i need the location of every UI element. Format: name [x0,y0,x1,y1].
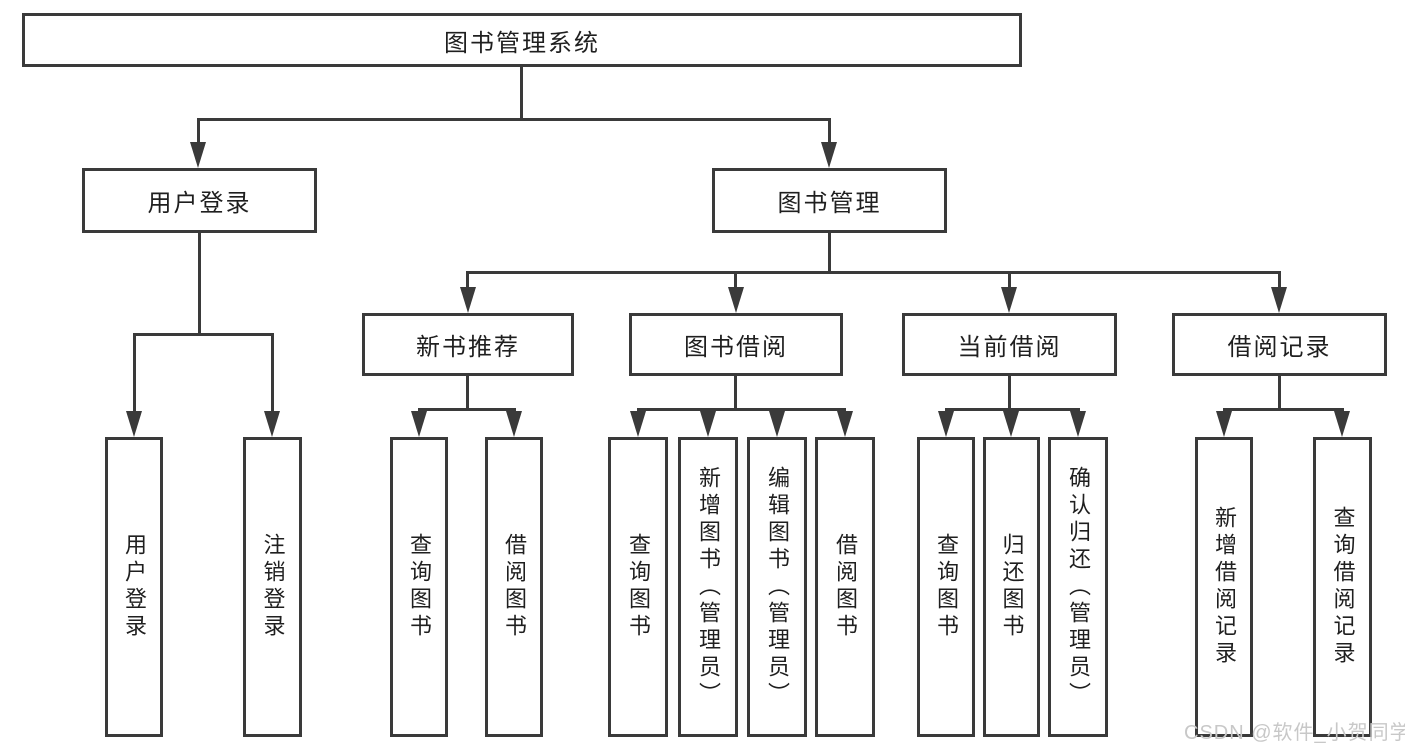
arrow-down-icon [264,411,280,437]
connector-book-mgmt-drop [828,118,831,145]
arrow-down-icon [700,411,716,437]
node-book-management: 图书管理 [712,168,947,233]
arrow-down-icon [630,411,646,437]
node-root: 图书管理系统 [22,13,1022,67]
leaf-query-borrow-record-label: 查询借阅记录 [1330,506,1356,668]
leaf-query-borrow-record: 查询借阅记录 [1313,437,1372,737]
leaf-confirm-return-admin: 确认归还（管理员） [1048,437,1108,737]
leaf-add-borrow-record-label: 新增借阅记录 [1212,506,1237,668]
node-user-login: 用户登录 [82,168,317,233]
leaf-confirm-return-admin-label: 确认归还（管理员） [1066,465,1091,709]
node-borrowing-records-label: 借阅记录 [1227,334,1332,361]
leaf-logout: 注销登录 [243,437,302,737]
arrow-down-icon [411,411,427,437]
arrow-down-icon [837,411,853,437]
leaf-query-books-2-label: 查询图书 [626,533,651,641]
arrow-down-icon [1001,287,1017,313]
leaf-query-books-1: 查询图书 [390,437,448,737]
leaf-borrow-books-2: 借阅图书 [815,437,875,737]
leaf-add-borrow-record: 新增借阅记录 [1195,437,1253,737]
arrow-down-icon [821,142,837,168]
node-current-borrowing-label: 当前借阅 [957,334,1062,361]
connector-book-borrow-split [637,408,846,411]
node-user-login-label: 用户登录 [147,190,252,217]
leaf-borrow-books-1: 借阅图书 [485,437,543,737]
arrow-down-icon [1334,411,1350,437]
leaf-add-books-admin-label: 新增图书（管理员） [696,465,721,709]
leaf-borrow-books-2-label: 借阅图书 [833,533,858,641]
leaf-query-books-3-label: 查询图书 [934,533,959,641]
arrow-down-icon [1216,411,1232,437]
leaf-query-books-3: 查询图书 [917,437,975,737]
leaf-return-books-label: 归还图书 [999,533,1025,641]
arrow-down-icon [506,411,522,437]
leaf-query-books-1-label: 查询图书 [407,533,432,641]
leaf-borrow-books-1-label: 借阅图书 [502,533,527,641]
arrow-down-icon [126,411,142,437]
arrow-down-icon [1070,411,1086,437]
leaf-user-login-label: 用户登录 [122,533,147,641]
connector-leaf-drop [133,333,136,413]
arrow-down-icon [1003,411,1019,437]
connector-new-books-split [418,408,516,411]
connector-branch-drop [734,271,737,289]
node-book-borrowing: 图书借阅 [629,313,843,376]
node-book-borrowing-label: 图书借阅 [684,334,788,361]
node-current-borrowing: 当前借阅 [902,313,1117,376]
leaf-return-books: 归还图书 [983,437,1040,737]
connector-branch-drop [466,271,469,289]
arrow-down-icon [728,287,744,313]
connector-user-login-stem [198,233,201,336]
connector-root-split [197,118,831,121]
csdn-watermark: CSDN @软件_小贺同学 [1184,722,1405,744]
connector-book-mgmt-split [467,271,1280,274]
connector-book-mgmt-stem [828,233,831,274]
connector-branch-drop [1278,271,1281,289]
arrow-down-icon [190,142,206,168]
node-new-book-recommend: 新书推荐 [362,313,574,376]
node-borrowing-records: 借阅记录 [1172,313,1387,376]
arrow-down-icon [1271,287,1287,313]
leaf-logout-label: 注销登录 [260,533,286,641]
leaf-user-login: 用户登录 [105,437,163,737]
connector-book-borrow-stem [734,376,737,411]
leaf-add-books-admin: 新增图书（管理员） [678,437,738,737]
node-book-management-label: 图书管理 [777,190,882,217]
connector-current-borrow-stem [1008,376,1011,411]
connector-branch-drop [1008,271,1011,289]
connector-user-login-drop [197,118,200,145]
connector-new-books-stem [466,376,469,411]
arrow-down-icon [460,287,476,313]
arrow-down-icon [938,411,954,437]
connector-borrow-records-split [1223,408,1344,411]
leaf-query-books-2: 查询图书 [608,437,668,737]
connector-leaf-drop [271,333,274,413]
arrow-down-icon [769,411,785,437]
node-root-label: 图书管理系统 [444,29,600,57]
connector-root-stem [520,67,523,121]
node-new-book-recommend-label: 新书推荐 [416,334,520,361]
leaf-edit-books-admin: 编辑图书（管理员） [747,437,807,737]
leaf-edit-books-admin-label: 编辑图书（管理员） [765,465,790,709]
connector-user-login-split [133,333,274,336]
connector-borrow-records-stem [1278,376,1281,411]
